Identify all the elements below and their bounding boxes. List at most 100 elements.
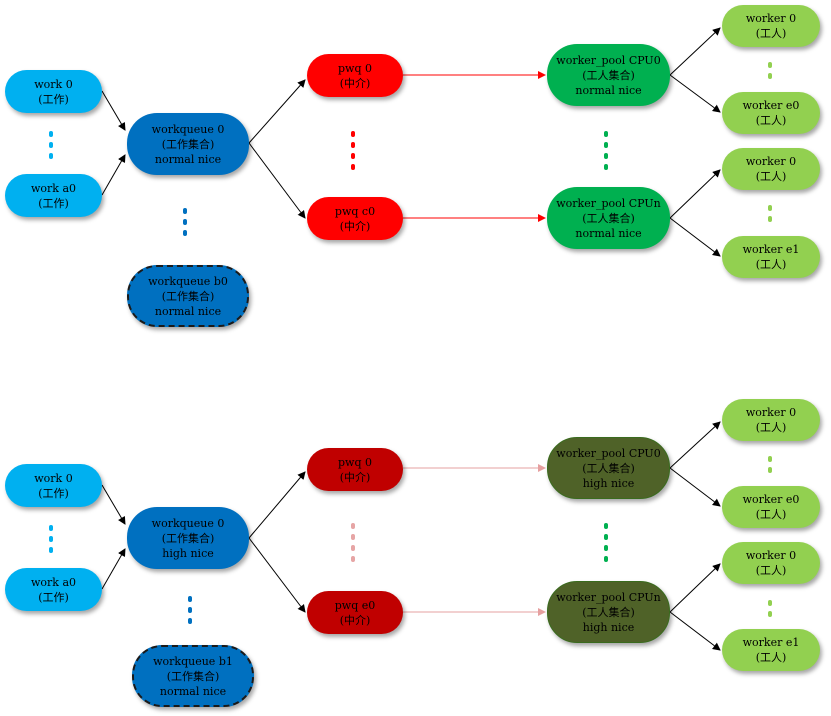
ellipsis-dots: [351, 131, 355, 175]
node-label: high nice: [582, 476, 635, 490]
edge-work0-wq0: [101, 90, 126, 131]
node-label: worker e1: [742, 636, 800, 649]
node-label: (中介): [339, 613, 371, 627]
node-label: workqueue 0: [151, 516, 225, 530]
edge-wq0-pwqc0: [248, 142, 306, 219]
node-label: pwq 0: [338, 61, 372, 75]
node-work-a0: work a0 (工作): [5, 174, 102, 217]
ellipsis-dots: [604, 131, 608, 175]
node-label: pwq 0: [338, 455, 372, 469]
node-pwq-0: pwq 0 (中介): [307, 54, 403, 97]
node-label: worker e1: [742, 243, 800, 256]
ellipsis-dots: [604, 523, 608, 567]
node-label: (中介): [339, 219, 371, 233]
node-label: (工人): [755, 421, 787, 434]
node-label: worker_pool CPUn: [556, 590, 661, 604]
node-label: workqueue 0: [151, 122, 225, 136]
node-label: (工人集合): [582, 461, 635, 475]
edge-pool0-worker0: [669, 27, 721, 76]
node-workqueue-0: workqueue 0 (工作集合) normal nice: [127, 113, 249, 175]
node-worker-0: worker 0 (工人): [722, 148, 820, 190]
node-label: workqueue b0: [148, 274, 228, 288]
node-label: worker 0: [745, 12, 797, 25]
node-label: (工作): [38, 486, 69, 500]
node-label: (工人集合): [582, 605, 635, 619]
node-label: normal nice: [575, 83, 642, 97]
node-label: high nice: [162, 546, 214, 560]
ellipsis-dots: [768, 205, 772, 227]
node-pwq-e0: pwq e0 (中介): [307, 591, 403, 634]
node-label: (工人): [755, 170, 787, 183]
node-work-0: work 0 (工作): [5, 70, 102, 113]
node-work-a0: work a0 (工作): [5, 568, 102, 611]
node-label: (工作): [38, 92, 69, 106]
edge-wq0-pwq0: [248, 79, 306, 144]
node-label: (工人): [755, 258, 787, 271]
node-label: worker_pool CPU0: [556, 53, 661, 67]
edge-b-work0-wq0: [101, 484, 126, 525]
node-label: pwq e0: [334, 598, 376, 612]
node-work-0: work 0 (工作): [5, 464, 102, 507]
node-label: (中介): [339, 76, 371, 90]
ellipsis-dots: [183, 208, 187, 241]
edge-b-worka0-wq0: [101, 548, 126, 590]
node-label: (工作集合): [166, 669, 220, 683]
node-worker-e0: worker e0 (工人): [722, 92, 820, 134]
node-worker-pool-cpu0: worker_pool CPU0 (工人集合) normal nice: [547, 44, 670, 106]
node-worker-pool-cpun: worker_pool CPUn (工人集合) normal nice: [547, 187, 670, 249]
node-label: work 0: [34, 77, 73, 91]
ellipsis-dots: [188, 596, 192, 629]
node-pwq-c0: pwq c0 (中介): [307, 197, 403, 240]
ellipsis-dots: [49, 525, 53, 558]
node-label: worker_pool CPUn: [556, 196, 661, 210]
edge-b-pooln-worker0: [669, 563, 721, 613]
node-label: (工人集合): [582, 211, 635, 225]
edge-b-pool0-workere0: [669, 467, 721, 507]
edge-pool0-workere0: [669, 74, 721, 113]
node-label: (工人): [755, 27, 787, 40]
node-label: worker e0: [742, 493, 800, 506]
node-label: workqueue b1: [153, 654, 233, 668]
node-pwq-0: pwq 0 (中介): [307, 448, 403, 491]
node-label: (工作): [38, 196, 69, 210]
ellipsis-dots: [768, 600, 772, 622]
node-label: work a0: [30, 575, 76, 589]
node-label: worker_pool CPU0: [556, 446, 661, 460]
node-label: work 0: [34, 471, 73, 485]
node-label: worker 0: [745, 155, 797, 168]
node-worker-0: worker 0 (工人): [722, 399, 820, 441]
edge-b-pooln-workere1: [669, 611, 721, 651]
node-workqueue-0: workqueue 0 (工作集合) high nice: [127, 507, 249, 569]
node-label: (工人): [755, 508, 787, 521]
node-worker-e1: worker e1 (工人): [722, 236, 820, 278]
node-label: (工人集合): [582, 68, 635, 82]
node-label: normal nice: [154, 304, 222, 318]
node-label: worker 0: [745, 406, 797, 419]
node-label: normal nice: [575, 226, 642, 240]
node-label: normal nice: [159, 684, 227, 698]
node-workqueue-b1: workqueue b1 (工作集合) normal nice: [132, 645, 254, 707]
node-worker-0: worker 0 (工人): [722, 542, 820, 584]
ellipsis-dots: [351, 523, 355, 567]
node-label: (工人): [755, 114, 787, 127]
node-label: high nice: [582, 620, 635, 634]
edge-b-pool0-worker0: [669, 421, 721, 469]
node-label: (工人): [755, 651, 787, 664]
node-label: (工作集合): [161, 531, 215, 545]
node-label: (中介): [339, 470, 371, 484]
node-worker-e0: worker e0 (工人): [722, 486, 820, 528]
ellipsis-dots: [768, 456, 772, 478]
edge-b-wq0-pwq0: [248, 471, 306, 539]
node-label: (工作集合): [161, 137, 215, 151]
node-label: normal nice: [154, 152, 222, 166]
edge-worka0-wq0: [101, 154, 126, 196]
node-label: (工人): [755, 564, 787, 577]
node-label: work a0: [30, 181, 76, 195]
node-worker-e1: worker e1 (工人): [722, 629, 820, 671]
node-worker-pool-cpun: worker_pool CPUn (工人集合) high nice: [547, 581, 670, 643]
node-worker-0: worker 0 (工人): [722, 5, 820, 47]
node-label: worker e0: [742, 99, 800, 112]
node-label: pwq c0: [334, 204, 376, 218]
